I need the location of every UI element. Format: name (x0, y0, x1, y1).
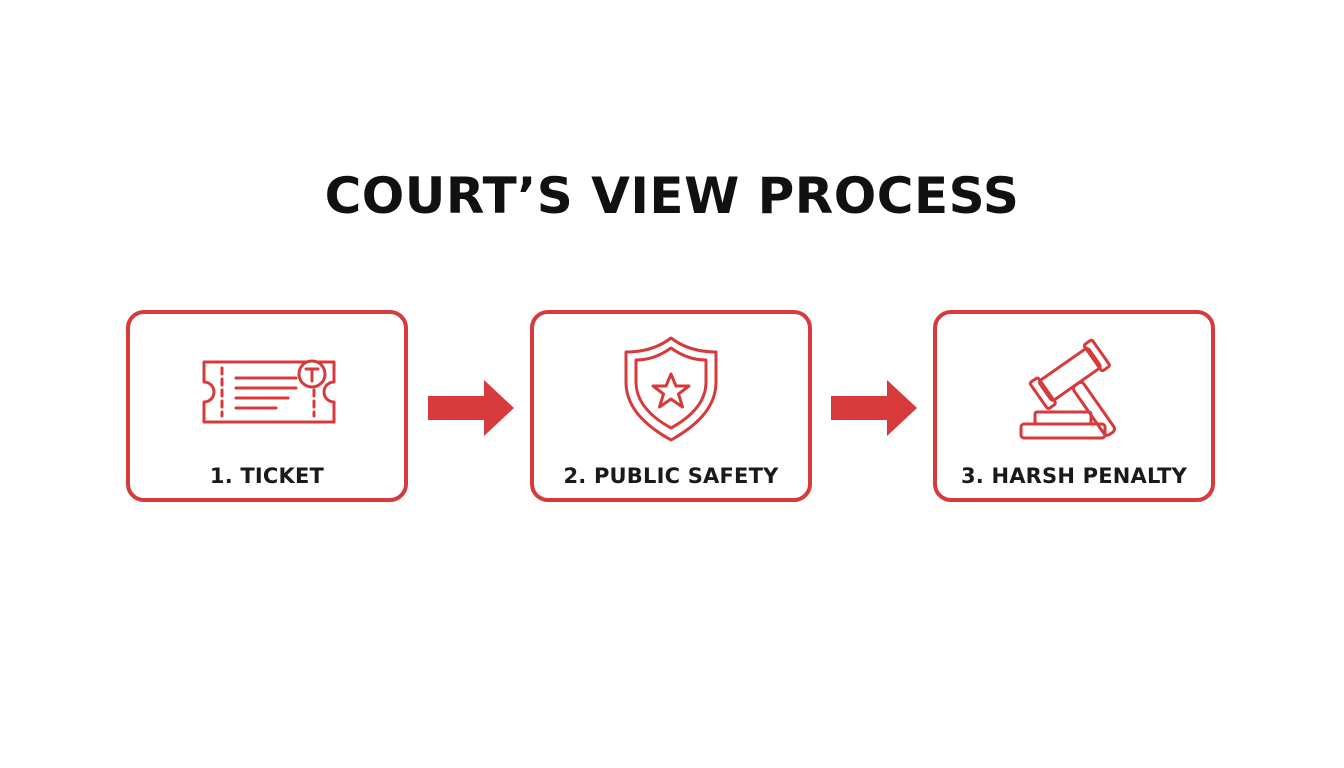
step-harsh-penalty: 3. HARSH PENALTY (933, 310, 1215, 502)
step-label: 1. TICKET (209, 464, 325, 488)
step-public-safety: 2. PUBLIC SAFETY (530, 310, 812, 502)
page-title: COURT’S VIEW PROCESS (324, 167, 1020, 225)
shield-star-icon (596, 334, 746, 444)
gavel-icon (999, 334, 1149, 444)
arrow-right-icon (831, 380, 919, 436)
step-label: 3. HARSH PENALTY (960, 464, 1188, 488)
step-ticket: 1. TICKET (126, 310, 408, 502)
ticket-icon (192, 334, 342, 444)
step-label: 2. PUBLIC SAFETY (563, 464, 779, 488)
arrow-right-icon (428, 380, 516, 436)
